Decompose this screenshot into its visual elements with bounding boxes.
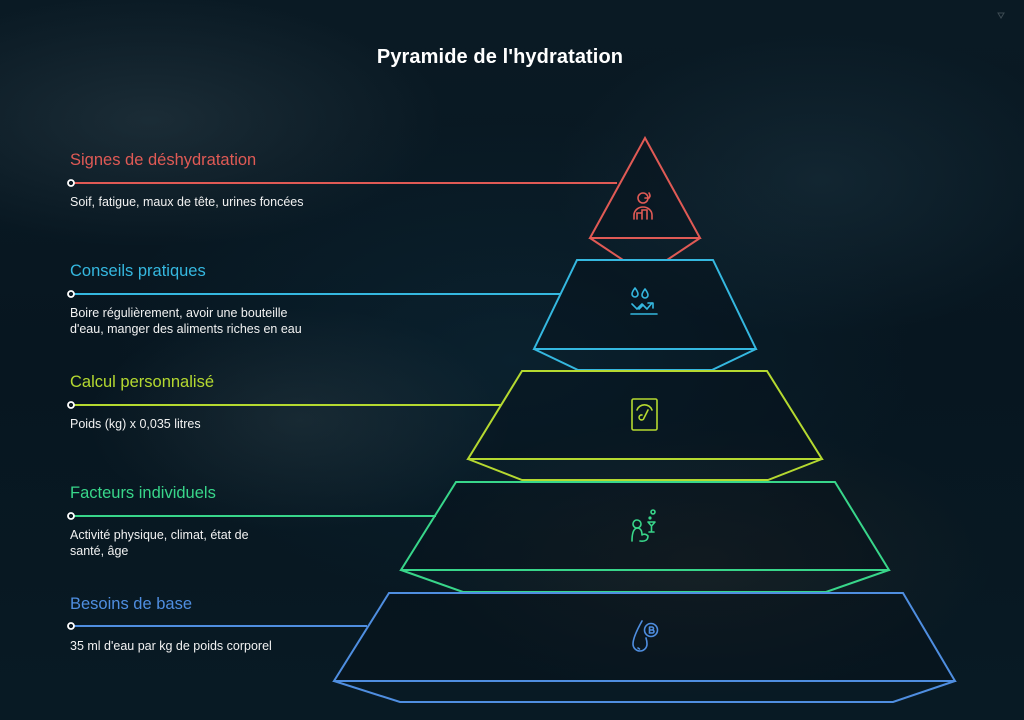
layer-5-description: 35 ml d'eau par kg de poids corporel [70,639,272,653]
layer-2-description: Boire régulièrement, avoir une bouteille… [70,306,302,336]
pyramid-layer-2[interactable] [71,259,758,371]
page-title: Pyramide de l'hydratation [376,46,624,68]
layer-1-description: Soif, fatigue, maux de tête, urines fonc… [70,195,304,209]
layer-1-title: Signes de déshydratation [70,151,257,169]
layer-4-title: Facteurs individuels [70,484,216,502]
weighing-scale-icon [631,398,658,431]
water-drop-coin-icon [632,620,659,652]
layer-4-description: Activité physique, climat, état de santé… [70,528,249,558]
water-drops-trend-icon [630,287,658,315]
corner-mark-icon [997,12,1005,19]
layer-5-title: Besoins de base [70,595,193,613]
pyramid-layer-1[interactable] [71,135,702,261]
layer-3-description: Poids (kg) x 0,035 litres [70,417,201,431]
person-sweating-icon [633,192,653,220]
layer-3-title: Calcul personnalisé [70,373,214,391]
person-drink-icon [631,509,656,542]
connector-dots [67,179,75,630]
layer-2-title: Conseils pratiques [70,262,206,280]
pyramid-layer-5[interactable] [71,592,957,703]
